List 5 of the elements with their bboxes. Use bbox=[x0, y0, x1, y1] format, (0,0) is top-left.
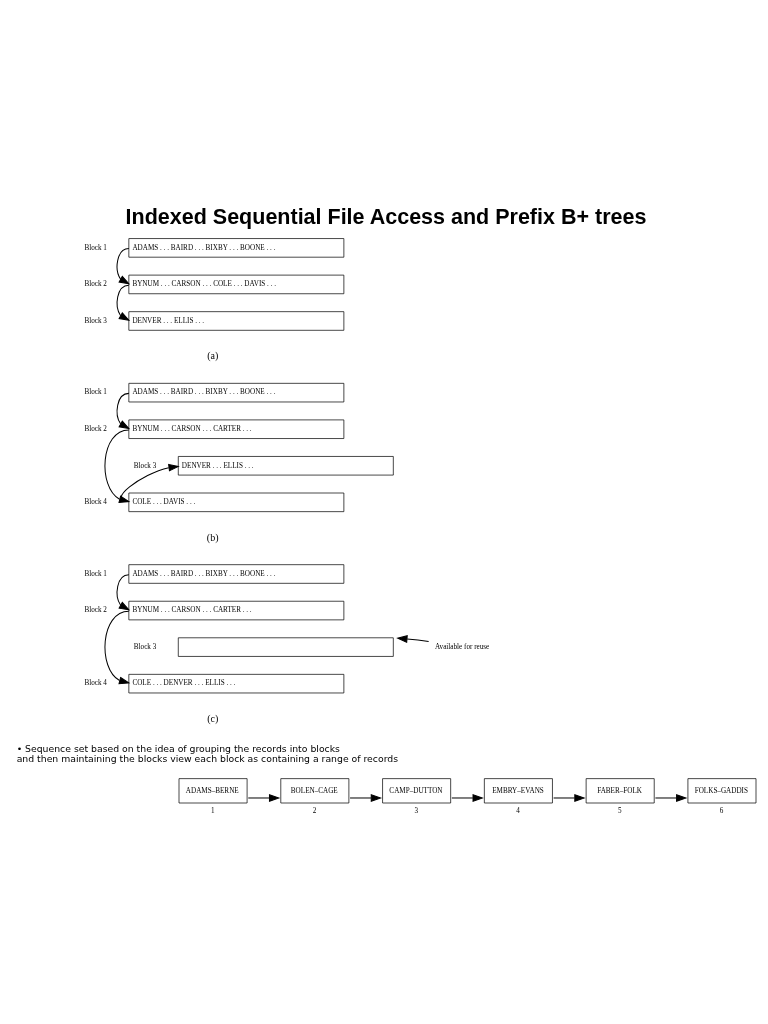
label: • Sequence set based on the idea of grouping the records into blocks and then maintaining the blocks view each block as containing a range of records bbox=[16, 743, 399, 765]
label: (c) bbox=[207, 713, 219, 725]
diagram-title: Indexed Sequential File Access and Prefix B+ trees bbox=[125, 205, 647, 230]
label: (a) bbox=[207, 350, 219, 362]
label: (b) bbox=[206, 531, 219, 543]
